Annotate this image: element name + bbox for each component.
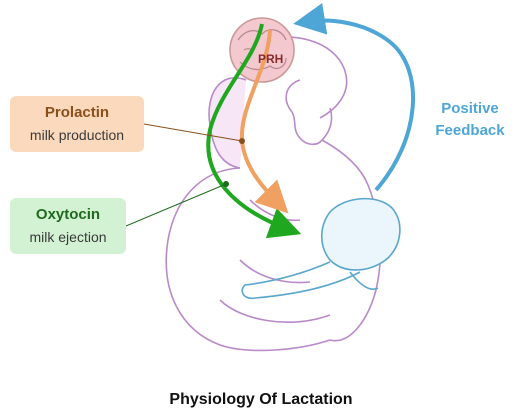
feedback-line2: Feedback	[435, 122, 505, 139]
brain-icon	[229, 17, 295, 83]
prolactin-label-box: Prolactin milk production	[10, 96, 144, 152]
feedback-line1: Positive	[441, 100, 499, 117]
oxytocin-name: Oxytocin	[35, 206, 101, 223]
prh-label: PRH	[258, 52, 284, 66]
oxytocin-connector	[125, 183, 227, 227]
baby-figure	[241, 197, 401, 300]
feedback-arrow	[293, 3, 416, 192]
prolactin-dot	[239, 138, 245, 144]
oxytocin-arrow	[206, 23, 302, 239]
oxytocin-dot	[223, 181, 229, 187]
prolactin-desc: milk production	[29, 127, 125, 143]
mother-figure	[165, 36, 382, 352]
prolactin-connector	[143, 123, 243, 142]
prolactin-name: Prolactin	[44, 104, 110, 121]
positive-feedback-label: Positive Feedback	[424, 98, 516, 142]
oxytocin-desc: milk ejection	[29, 229, 107, 245]
figure-caption: Physiology Of Lactation	[169, 391, 353, 408]
oxytocin-label-box: Oxytocin milk ejection	[10, 198, 126, 254]
